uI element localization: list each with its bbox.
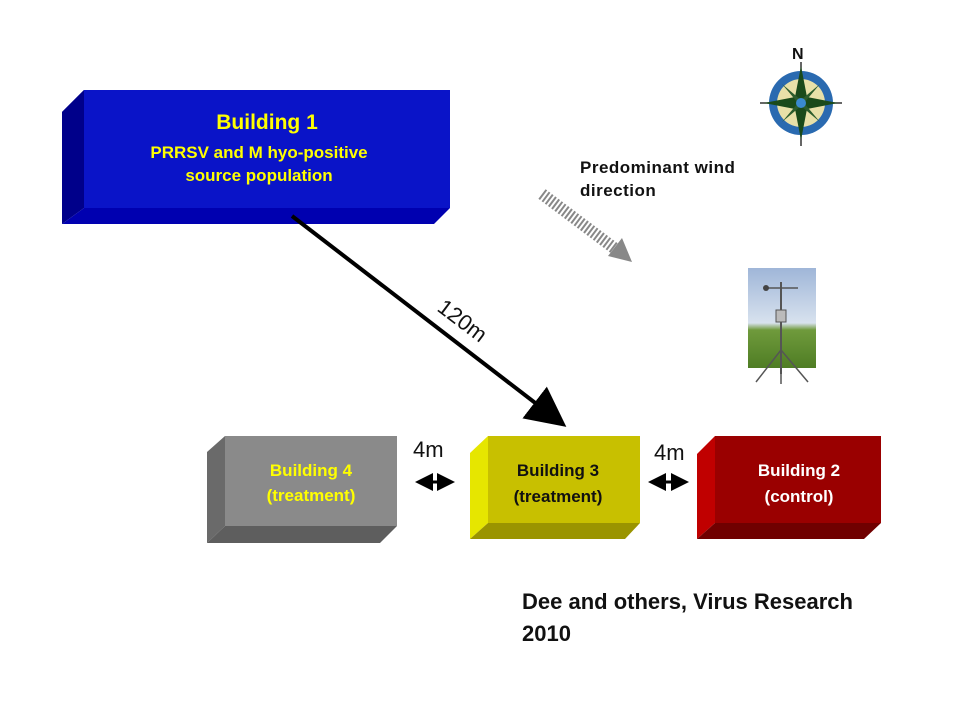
- building-1-subtitle-line1: PRRSV and M hyo-positive: [150, 143, 368, 162]
- building-4-block: [207, 436, 397, 543]
- wind-direction-arrow: [538, 189, 632, 262]
- building-4-label-line1: Building 4: [269, 461, 353, 480]
- distance-120m-arrow: [290, 214, 567, 427]
- gap-left-label: 4m: [413, 437, 444, 462]
- building-1-subtitle-line2: source population: [185, 166, 333, 185]
- citation: Dee and others, Virus Research 2010: [522, 586, 902, 650]
- building-3-label-line1: Building 3: [516, 461, 600, 480]
- gap-right-label: 4m: [654, 440, 685, 465]
- citation-line1: Dee and others, Virus Research: [522, 589, 853, 614]
- building-3-label-line2: (treatment): [513, 487, 603, 506]
- building-2-block: [697, 436, 881, 539]
- wind-direction-label: Predominant wind direction: [580, 158, 736, 200]
- building-3-block: [470, 436, 640, 539]
- building-2-label-line1: Building 2: [757, 461, 841, 480]
- building-1-block: [62, 90, 450, 224]
- building-2-label-line2: (control): [764, 487, 834, 506]
- compass-north-label: N: [792, 46, 804, 63]
- building-1-title: Building 1: [216, 111, 318, 134]
- building-4-label-line2: (treatment): [266, 486, 356, 505]
- citation-line2: 2010: [522, 620, 571, 646]
- compass-icon: [760, 62, 842, 146]
- weather-station-image: [748, 268, 816, 384]
